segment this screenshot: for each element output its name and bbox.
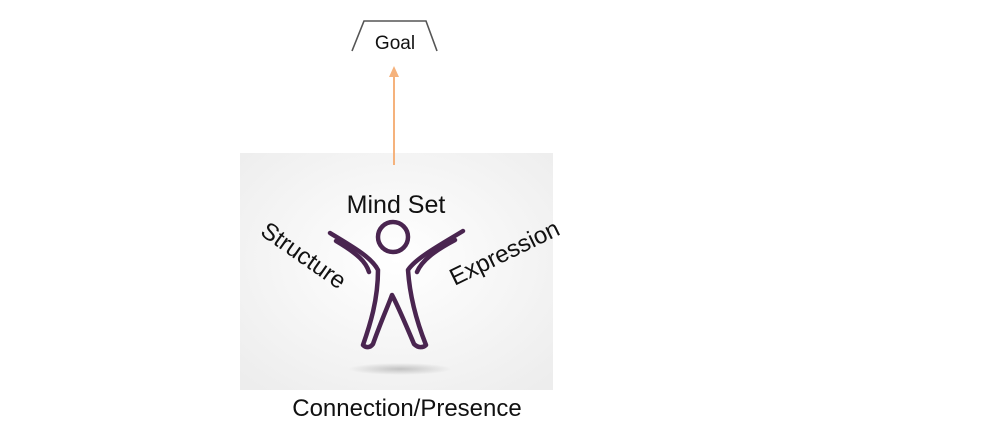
person-arms-raised-icon (327, 219, 466, 350)
figure-shadow (348, 363, 452, 375)
goal-frame (351, 20, 438, 52)
goal-arrow (389, 66, 399, 165)
mind-set-label: Mind Set (347, 191, 446, 219)
goal-box: Goal (351, 20, 438, 54)
figure-panel (240, 153, 553, 390)
connection-presence-label: Connection/Presence (292, 395, 521, 422)
goal-label: Goal (375, 33, 415, 54)
